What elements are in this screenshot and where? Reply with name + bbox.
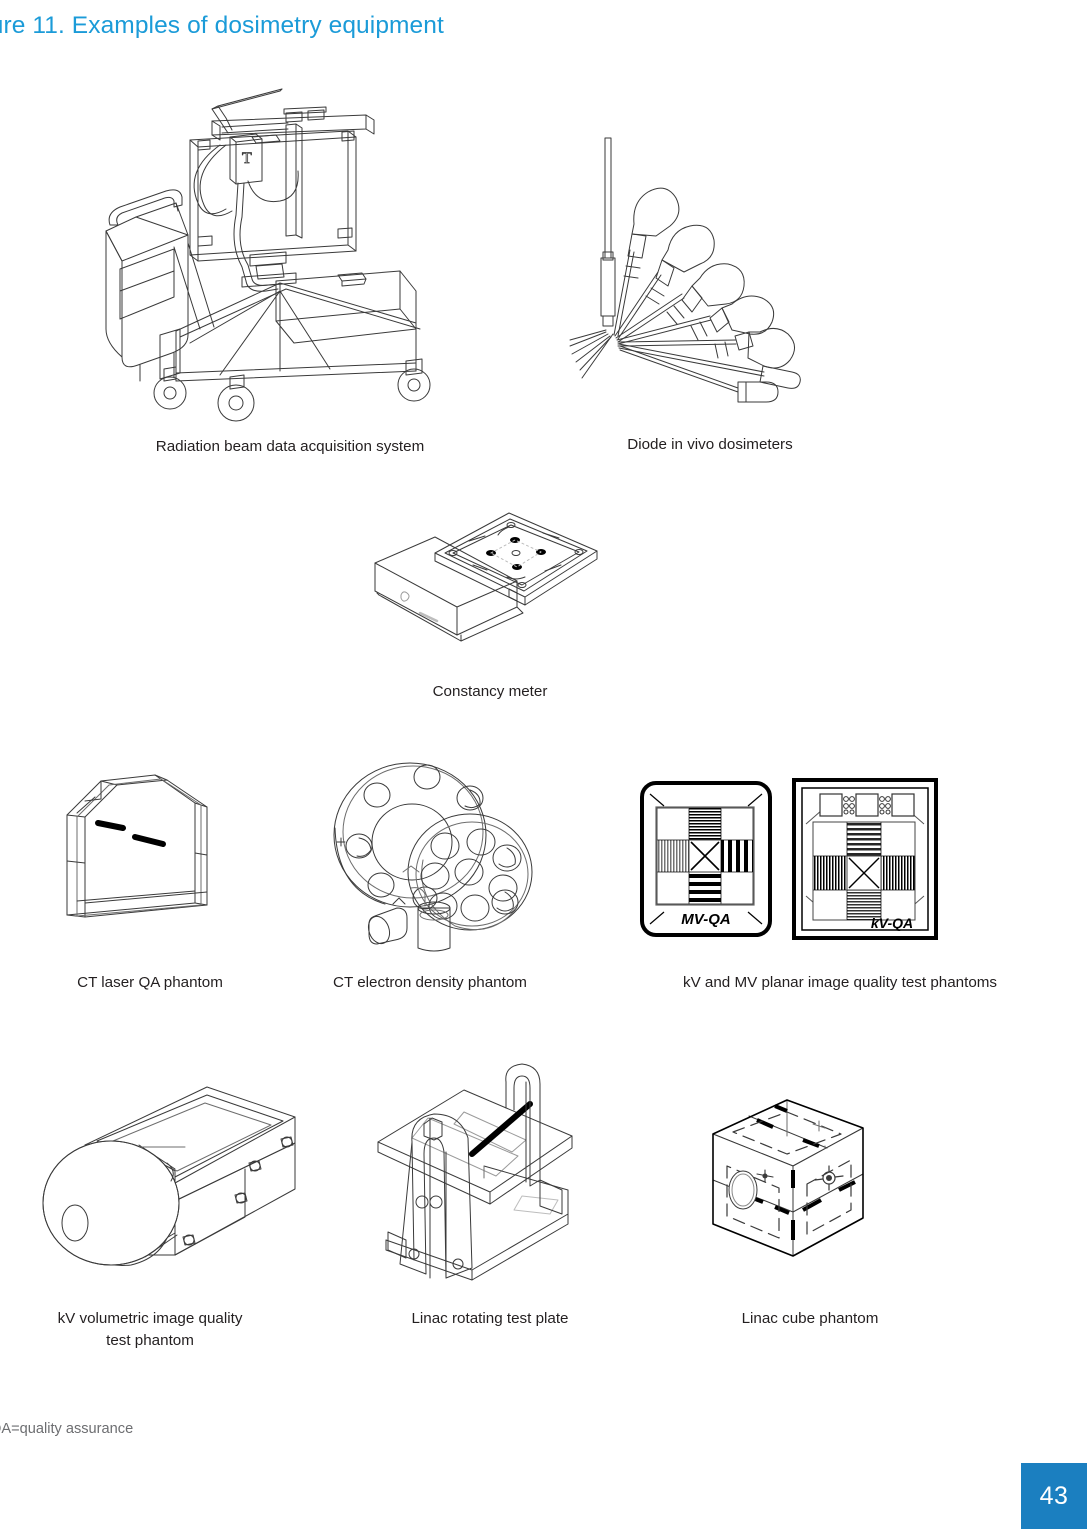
diode-in-vivo-dosimeters-illustration bbox=[569, 130, 820, 410]
caption-constancy-meter: Constancy meter bbox=[432, 683, 548, 700]
constancy-meter-illustration bbox=[365, 495, 615, 665]
footnote-abbreviation: QA=quality assurance bbox=[0, 1421, 134, 1437]
mv-qa-plate: MV-QA bbox=[640, 781, 772, 937]
page-number-badge: 43 bbox=[1021, 1463, 1087, 1529]
caption-diode-in-vivo-dosimeters: Diode in vivo dosimeters bbox=[627, 436, 793, 453]
caption-linac-rotating-test-plate: Linac rotating test plate bbox=[411, 1310, 569, 1327]
mv-qa-label: MV-QA bbox=[681, 911, 730, 928]
page-number: 43 bbox=[1039, 1481, 1069, 1510]
linac-cube-phantom-illustration bbox=[695, 1092, 880, 1272]
ct-electron-density-phantom-illustration bbox=[315, 760, 540, 955]
svg-text:T: T bbox=[242, 150, 252, 167]
ct-laser-qa-phantom-illustration bbox=[55, 765, 255, 945]
kv-qa-plate: kV-QA bbox=[792, 778, 938, 940]
linac-rotating-test-plate-illustration bbox=[372, 1063, 592, 1282]
caption-ct-laser-qa-phantom: CT laser QA phantom bbox=[77, 974, 223, 991]
radiation-beam-data-acquisition-system-illustration: T bbox=[80, 85, 460, 422]
kv-mv-planar-image-quality-test-phantoms-illustration: MV-QA bbox=[640, 778, 940, 943]
caption-ct-electron-density-phantom: CT electron density phantom bbox=[333, 974, 527, 991]
figure-title: gure 11. Examples of dosimetry equipment bbox=[0, 12, 444, 39]
kv-qa-label: kV-QA bbox=[871, 915, 913, 931]
kv-volumetric-image-quality-test-phantom-illustration bbox=[35, 1085, 315, 1285]
caption-linac-cube-phantom: Linac cube phantom bbox=[741, 1310, 879, 1327]
caption-kv-volumetric-image-quality-test-phantom: kV volumetric image quality test phantom bbox=[57, 1310, 243, 1350]
caption-radiation-beam-data-acquisition-system: Radiation beam data acquisition system bbox=[155, 438, 425, 455]
caption-kv-mv-planar-image-quality-test-phantoms: kV and MV planar image quality test phan… bbox=[682, 974, 998, 991]
